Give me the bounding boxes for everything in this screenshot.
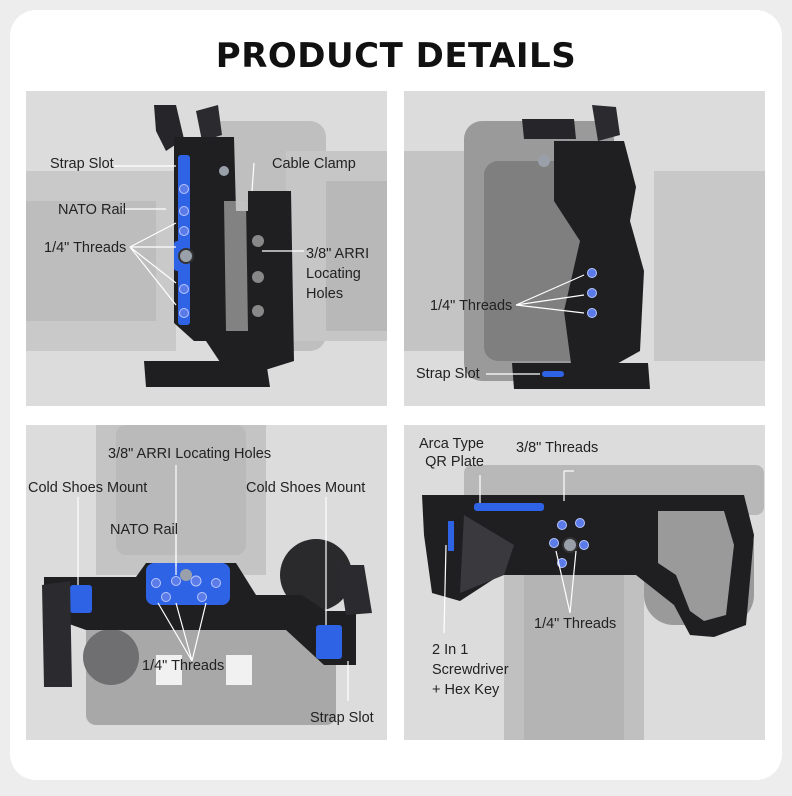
label-screwdriver-line2: Screwdriver xyxy=(432,662,509,678)
label-screwdriver-line3: + Hex Key xyxy=(432,682,500,698)
label-strap-slot: Strap Slot xyxy=(310,710,374,726)
label-quarter-threads: 1/4" Threads xyxy=(430,298,513,314)
label-strap-slot: Strap Slot xyxy=(50,156,114,172)
panel-grip-view: 1/4" Threads Strap Slot xyxy=(404,91,765,406)
label-arri-line1: 3/8" ARRI xyxy=(306,246,370,262)
panel-bottom-view: Arca Type QR Plate 3/8" Threads 1/4" Thr… xyxy=(404,425,765,740)
label-arri-line2: Locating xyxy=(306,266,361,282)
label-cable-clamp: Cable Clamp xyxy=(272,156,356,172)
label-threads-38: 3/8" Threads xyxy=(516,440,599,456)
page-title: PRODUCT DETAILS xyxy=(215,36,577,76)
label-strap-slot: Strap Slot xyxy=(416,366,480,382)
label-quarter-threads: 1/4" Threads xyxy=(44,240,127,256)
panel-side-view: Strap Slot Cable Clamp NATO Rail 1/4" Th… xyxy=(26,91,387,406)
label-quarter-threads: 1/4" Threads xyxy=(142,658,225,674)
panel-top-view: 3/8" ARRI Locating Holes Cold Shoes Moun… xyxy=(26,425,387,740)
bottom-view-illustration xyxy=(422,465,764,740)
label-threads-14: 1/4" Threads xyxy=(534,616,617,632)
label-arri-line3: Holes xyxy=(306,286,344,302)
grip-view-illustration xyxy=(404,105,765,389)
label-arri-holes: 3/8" ARRI Locating Holes xyxy=(108,446,272,462)
label-nato-rail: NATO Rail xyxy=(110,522,178,538)
label-arca-line2: QR Plate xyxy=(425,454,484,470)
label-screwdriver-line1: 2 In 1 xyxy=(432,642,469,658)
label-cold-shoe-right: Cold Shoes Mount xyxy=(246,480,366,496)
side-view-illustration xyxy=(26,105,387,387)
label-arca-line1: Arca Type xyxy=(418,436,484,452)
top-view-illustration xyxy=(42,425,372,725)
label-nato-rail: NATO Rail xyxy=(58,202,126,218)
label-cold-shoe-left: Cold Shoes Mount xyxy=(28,480,148,496)
